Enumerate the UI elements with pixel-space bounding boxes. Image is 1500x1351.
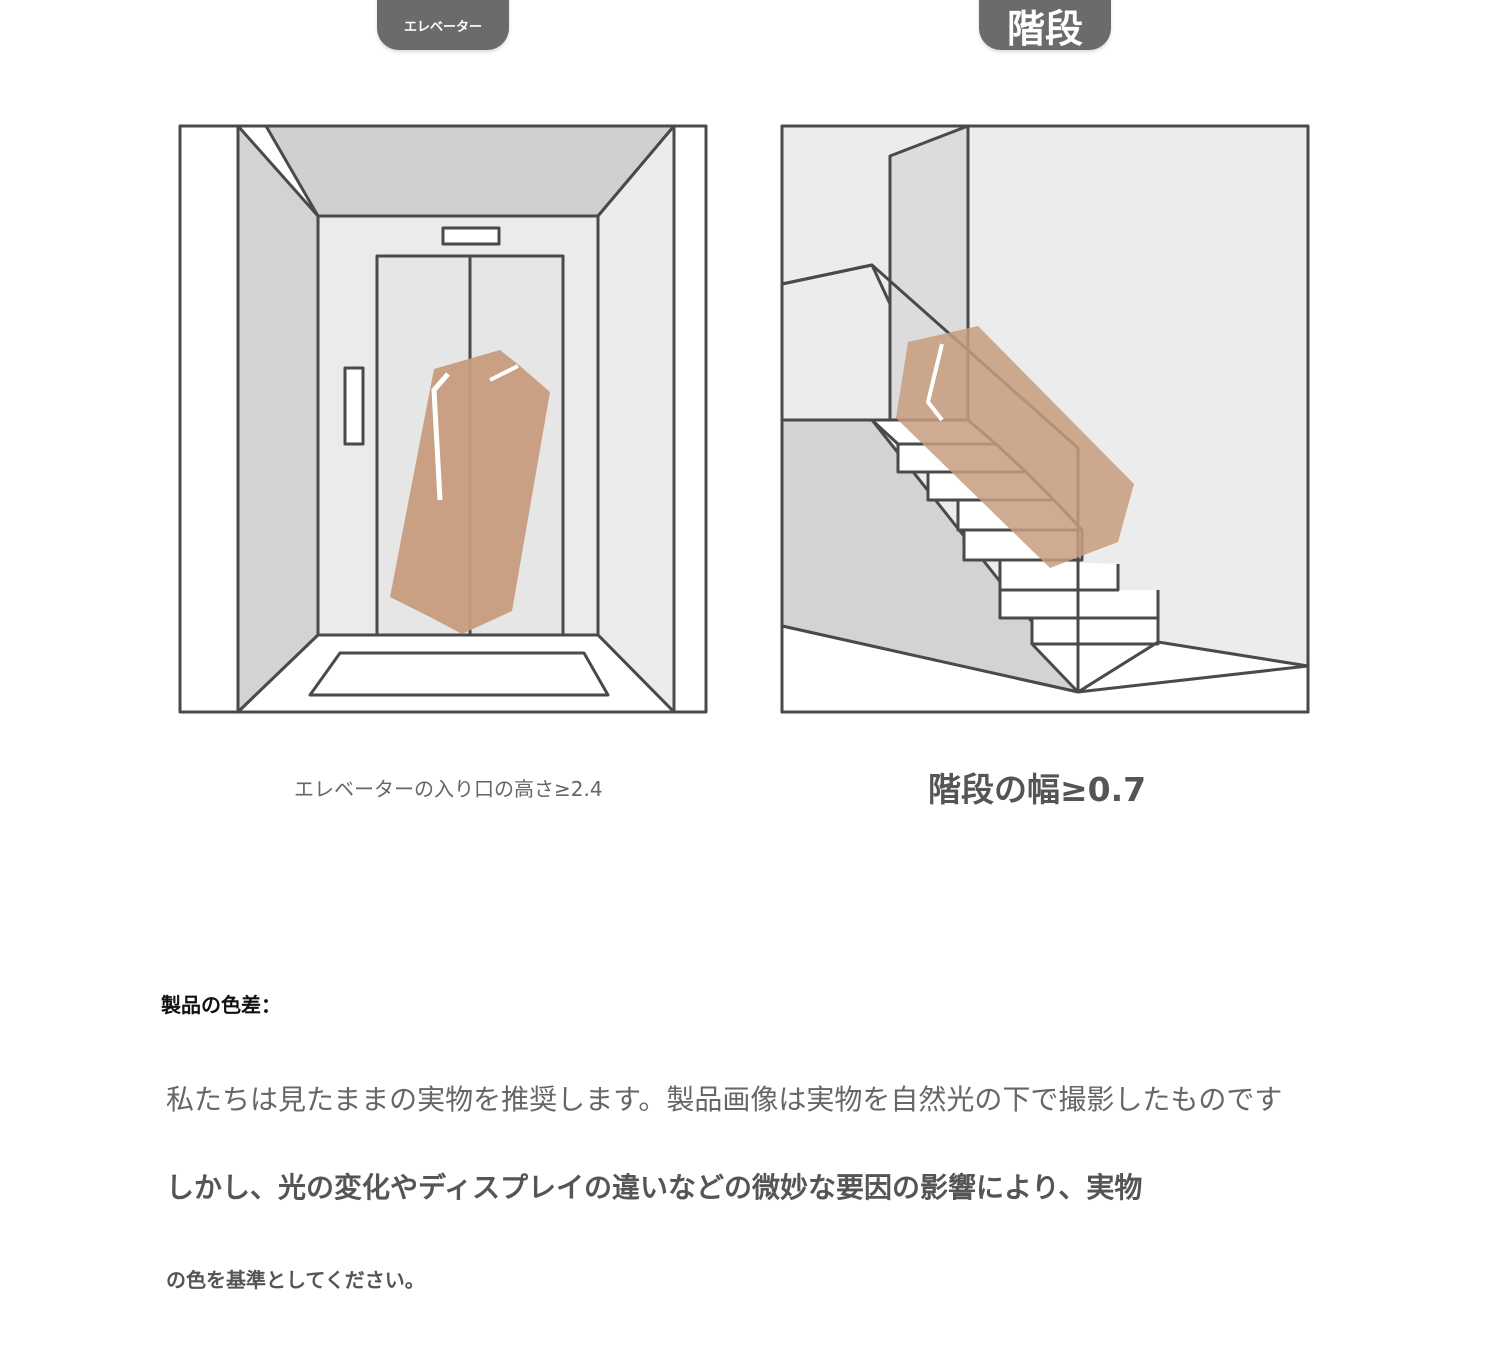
stairs-pill: 階段 [979, 0, 1111, 51]
color-note-line-2: しかし、光の変化やディスプレイの違いなどの微妙な要因の影響により、実物 [166, 1171, 1143, 1204]
color-note-heading: 製品の色差： [161, 993, 281, 1017]
color-note-line-1: 私たちは見たままの実物を推奨します。製品画像は実物を自然光の下で撮影したものです [166, 1083, 1283, 1116]
elevator-caption: エレベーターの入り口の高さ≥2.4 [294, 777, 603, 801]
stairs-caption: 階段の幅≥0.7 [928, 770, 1147, 809]
color-note-line-3: の色を基準としてください。 [166, 1268, 425, 1292]
elevator-illustration [178, 124, 708, 714]
box-icon [896, 326, 1134, 568]
stairs-pill-label: 階段 [1006, 6, 1083, 51]
elevator-pill: エレベーター [377, 0, 509, 50]
stairs-illustration [780, 124, 1310, 714]
elevator-pill-label: エレベーター [403, 19, 482, 35]
box-icon [390, 350, 550, 634]
